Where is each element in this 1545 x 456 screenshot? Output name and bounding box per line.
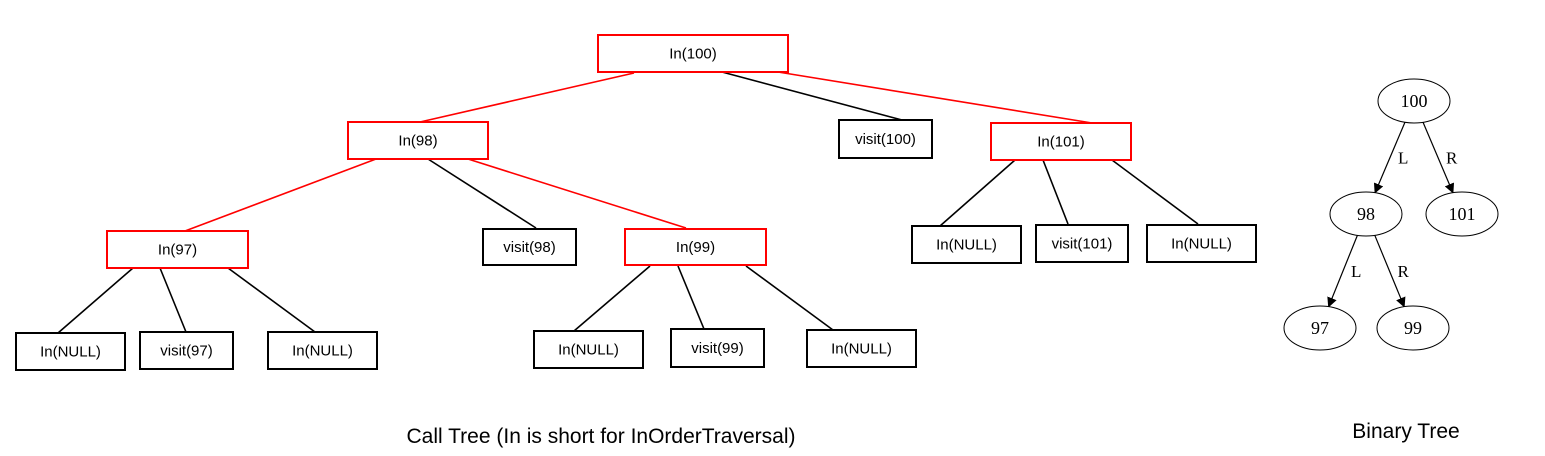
call-edge-in99-to-in99_null_l <box>573 265 651 332</box>
tree-node-ellipse <box>1376 305 1450 351</box>
tree-node-ellipse <box>1425 191 1499 237</box>
call-node-box <box>1035 224 1129 263</box>
call-edge-in98-to-in97 <box>184 158 377 232</box>
call-node-box <box>267 331 378 370</box>
call-node-box <box>347 121 489 160</box>
call-node-in97-null-r: In(NULL) <box>267 331 378 370</box>
tree-edge-n100-to-n98 <box>1373 122 1406 194</box>
call-node-in99-null-r: In(NULL) <box>806 329 917 368</box>
call-node-in99-null-l: In(NULL) <box>533 330 644 369</box>
call-node-in101-null-r: In(NULL) <box>1146 224 1257 263</box>
call-node-label: In(NULL) <box>558 342 619 359</box>
tree-node-100: 100 <box>1377 78 1451 124</box>
tree-node-label: 97 <box>1311 318 1329 338</box>
call-node-box <box>533 330 644 369</box>
call-node-box <box>106 230 249 269</box>
tree-edge-n98-to-n97 <box>1327 235 1358 308</box>
call-edge-in98-to-in99 <box>467 158 687 229</box>
call-node-label: In(NULL) <box>831 341 892 358</box>
call-tree-edges <box>57 71 1199 334</box>
call-node-visit101: visit(101) <box>1035 224 1129 263</box>
call-node-in101: In(101) <box>990 122 1132 161</box>
call-node-in97-null-l: In(NULL) <box>15 332 126 371</box>
call-node-label: In(NULL) <box>936 237 997 254</box>
call-node-in97: In(97) <box>106 230 249 269</box>
tree-edge-n98-to-n99 <box>1374 235 1406 308</box>
call-node-label: In(98) <box>398 133 437 150</box>
tree-edge-label-r: R <box>1398 262 1410 281</box>
call-node-label: visit(101) <box>1052 236 1113 253</box>
tree-node-97: 97 <box>1283 305 1357 351</box>
call-node-visit99: visit(99) <box>670 328 765 368</box>
call-edge-in97-to-in97_null_r <box>227 267 316 333</box>
call-node-label: In(NULL) <box>40 344 101 361</box>
call-node-box <box>806 329 917 368</box>
call-edge-in99-to-visit99 <box>677 265 705 330</box>
call-node-in99: In(99) <box>624 228 767 266</box>
tree-node-label: 99 <box>1404 318 1422 338</box>
tree-node-101: 101 <box>1425 191 1499 237</box>
call-node-label: In(99) <box>676 239 715 256</box>
call-node-box <box>670 328 765 368</box>
call-node-box <box>15 332 126 371</box>
call-node-box <box>482 228 577 266</box>
call-node-visit97: visit(97) <box>139 331 234 370</box>
call-node-visit100: visit(100) <box>838 119 933 159</box>
tree-edge-label-l: L <box>1398 149 1408 168</box>
call-node-in98: In(98) <box>347 121 489 160</box>
tree-node-98: 98 <box>1329 191 1403 237</box>
tree-edge-label-l: L <box>1351 262 1361 281</box>
call-tree-nodes: In(100) In(98) visit(100) In(101) In(97) visi… <box>15 34 1257 371</box>
tree-node-ellipse <box>1329 191 1403 237</box>
tree-edge-label-r: R <box>1446 149 1458 168</box>
call-node-in100: In(100) <box>597 34 789 73</box>
call-node-label: In(NULL) <box>1171 236 1232 253</box>
tree-node-label: 98 <box>1357 204 1375 224</box>
call-node-label: visit(97) <box>160 343 213 360</box>
call-node-label: In(97) <box>158 242 197 259</box>
binary-tree-edges: L R L R <box>1327 122 1458 308</box>
call-edge-in97-to-visit97 <box>159 267 187 333</box>
call-edge-in99-to-in99_null_r <box>745 265 834 331</box>
tree-edge-n100-to-n101 <box>1422 122 1455 194</box>
call-edge-in101-to-in101_null_r <box>1111 159 1199 225</box>
call-node-label: In(101) <box>1037 134 1085 151</box>
call-edge-in100-to-in101 <box>777 71 1093 124</box>
tree-node-99: 99 <box>1376 305 1450 351</box>
call-edge-in100-to-in98 <box>419 72 635 123</box>
call-node-label: visit(99) <box>691 340 744 357</box>
call-edge-in97-to-in97_null_l <box>57 267 134 334</box>
call-edge-in98-to-visit98 <box>427 158 537 229</box>
call-edge-in101-to-visit101 <box>1042 159 1069 225</box>
tree-node-ellipse <box>1377 78 1451 124</box>
call-node-label: In(100) <box>669 46 717 63</box>
call-edge-in101-to-in101_null_l <box>939 159 1016 227</box>
call-node-box <box>838 119 933 159</box>
call-node-visit98: visit(98) <box>482 228 577 266</box>
binary-tree-caption: Binary Tree <box>1352 420 1459 443</box>
call-edge-in100-to-visit100 <box>721 71 903 121</box>
binary-tree-nodes: 100 98 101 97 99 <box>1283 78 1499 351</box>
call-node-label: In(NULL) <box>292 343 353 360</box>
call-node-box <box>911 225 1022 264</box>
tree-node-label: 100 <box>1401 91 1428 111</box>
call-node-box <box>597 34 789 73</box>
call-node-box <box>1146 224 1257 263</box>
call-node-label: visit(100) <box>855 131 916 148</box>
call-node-box <box>624 228 767 266</box>
call-node-label: visit(98) <box>503 239 556 256</box>
call-tree-caption: Call Tree (In is short for InOrderTraver… <box>407 425 796 448</box>
tree-node-label: 101 <box>1449 204 1476 224</box>
tree-node-ellipse <box>1283 305 1357 351</box>
call-node-box <box>990 122 1132 161</box>
call-node-box <box>139 331 234 370</box>
call-node-in101-null-l: In(NULL) <box>911 225 1022 264</box>
